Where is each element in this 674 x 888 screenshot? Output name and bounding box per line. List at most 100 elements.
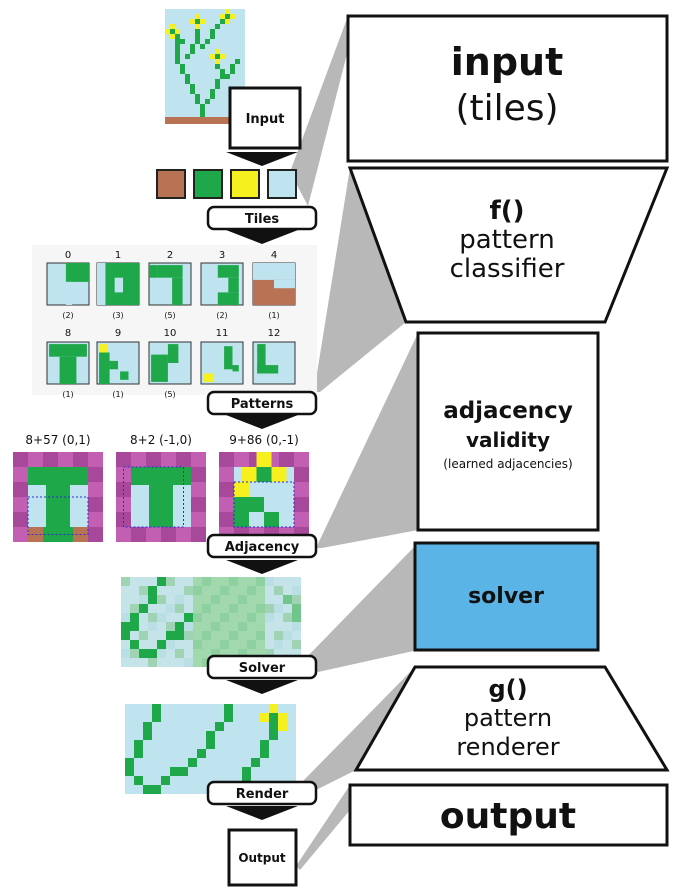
solver-path-cell [139,649,148,658]
adjacency-border-cell [294,482,309,497]
render-path-cell [251,758,260,767]
pattern-id-label: 11 [216,328,229,339]
down-arrow-icon [226,806,298,820]
plant-pixel [190,44,195,49]
output-label-box [227,828,298,887]
solver-cell [202,649,211,658]
solver-path-cell [166,631,175,640]
render-path-cell [170,767,179,776]
plant-pixel [235,59,240,64]
solver-cell [283,586,292,595]
solver-cell [283,622,292,631]
patterns-label-pill [206,390,318,416]
render-path-cell [143,731,152,740]
solver-cell [283,631,292,640]
pattern-id-label: 10 [164,328,177,339]
solver-path-cell [292,613,301,622]
render-path-cell [206,740,215,749]
plant-pixel [190,19,195,24]
solver-cell [274,613,283,622]
adjacency-overlap-outline [233,481,295,528]
solver-cell [157,613,166,622]
solver-cell [247,640,256,649]
solver-cell [238,640,247,649]
solver-cell [202,613,211,622]
plant-pixel [180,69,185,74]
tile-brown [156,169,186,199]
solver-path-cell [130,613,139,622]
plant-pixel [215,49,220,54]
solver-path-cell [157,640,166,649]
solver-cell [166,595,175,604]
solver-cell [238,622,247,631]
plant-pixel [170,29,175,34]
adjacency-cell [28,467,88,485]
adjacency-example-label: 9+86 (0,-1) [229,433,299,447]
solver-cell [265,613,274,622]
adjacency-border-cell [191,467,206,482]
solver-cell [175,649,184,658]
solver-cell [193,631,202,640]
solver-cell [274,640,283,649]
renderer-stage-trapezoid [353,665,670,772]
plant-pixel [220,74,225,79]
output-label: Output [238,851,286,865]
adjacency-border-cell [219,467,234,482]
solver-cell [175,577,184,586]
solver-path-cell [130,640,139,649]
solver-cell [121,586,130,595]
pattern-id-label: 3 [219,250,225,261]
solver-cell [238,595,247,604]
adjacency-border-cell [219,452,234,467]
adjacency-border-cell [191,527,206,542]
pattern-id-label: 2 [167,250,173,261]
adjacency-border-cell [73,452,88,467]
render-path-cell [260,749,269,758]
adjacency-stage-box [416,331,600,532]
render-path-cell [242,776,251,785]
pattern-cell [217,265,239,278]
adjacency-cell [271,467,287,482]
render-path-cell [260,740,269,749]
pattern-cell [203,373,214,382]
solver-cell [220,595,229,604]
solver-cell [175,604,184,613]
plant-pixel [175,54,180,59]
pattern-count-label: (5) [164,390,175,399]
solver-cell [184,631,193,640]
plant-ground [165,117,245,124]
solver-cell [256,649,265,658]
adjacency-overlap-outline [27,496,89,535]
render-output-image [125,704,296,794]
solver-cell [292,595,301,604]
adjacency-border-cell [294,512,309,527]
adjacency-border-cell [146,527,161,542]
adjacency-cell [256,452,272,467]
pattern-cell [257,365,279,374]
solver-path-cell [121,622,130,631]
adjacency-border-cell [279,452,294,467]
solver-cell [256,604,265,613]
solver-cell [202,640,211,649]
solver-cell [247,577,256,586]
solver-cell [166,640,175,649]
render-flower-cell [260,713,269,722]
down-arrow-icon [226,230,298,244]
solver-cell [229,649,238,658]
solver-cell [265,622,274,631]
solver-cell [139,631,148,640]
solver-cell [274,586,283,595]
plant-pixel [190,49,195,54]
adjacency-border-cell [116,497,131,512]
adjacency-border-cell [88,497,103,512]
solver-cell [193,613,202,622]
renderer-stage-line1: pattern [464,704,552,732]
solver-cell [238,631,247,640]
pattern-cell [217,292,239,305]
pattern-cell [172,277,183,305]
adjacency-border-cell [43,452,58,467]
classifier-stage-title: f() [489,196,524,226]
solver-cell [211,640,220,649]
adjacency-border-cell [161,527,176,542]
input-label-box [228,86,302,150]
